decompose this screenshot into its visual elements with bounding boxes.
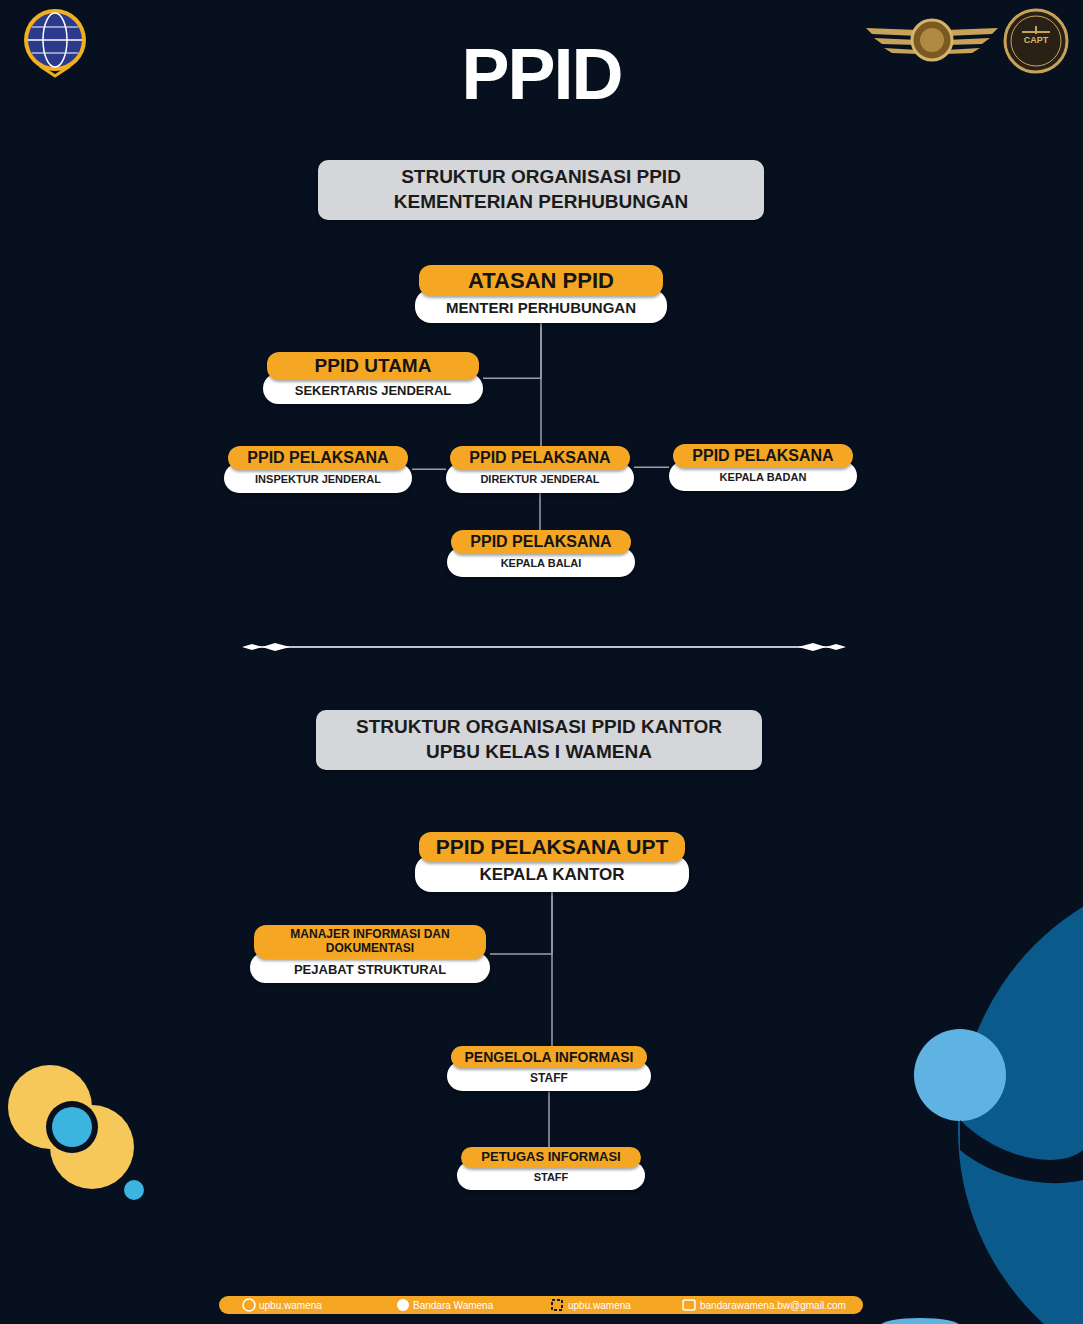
cyan-dot bbox=[124, 1180, 144, 1200]
mail-icon bbox=[683, 1300, 695, 1310]
org-box: PETUGAS INFORMASISTAFF bbox=[457, 1147, 645, 1190]
org-connector bbox=[634, 467, 669, 469]
wings-logo bbox=[866, 20, 998, 60]
facebook-icon bbox=[397, 1299, 409, 1311]
org-connector bbox=[539, 493, 541, 530]
org-box: PENGELOLA INFORMASISTAFF bbox=[447, 1046, 651, 1091]
org-connector bbox=[548, 1091, 550, 1147]
section-banner: STRUKTUR ORGANISASI PPID KANTOR UPBU KEL… bbox=[316, 710, 762, 770]
role-heading: PPID UTAMA bbox=[267, 352, 479, 380]
tiktok-icon bbox=[552, 1300, 562, 1310]
role-heading: PPID PELAKSANA bbox=[450, 446, 630, 470]
org-connector bbox=[490, 892, 552, 955]
org-box: PPID PELAKSANAINSPEKTUR JENDERAL bbox=[224, 446, 412, 493]
right-wing bbox=[946, 28, 998, 54]
org-box: PPID PELAKSANAKEPALA BALAI bbox=[447, 530, 635, 577]
footer-contact: upbu.wamena bbox=[259, 1300, 322, 1311]
light-blue-circle bbox=[914, 1029, 1006, 1121]
wings-badge-core bbox=[920, 28, 944, 52]
footer-ground bbox=[219, 1296, 863, 1314]
divider-ornament bbox=[798, 643, 846, 651]
curve-cut bbox=[960, 1120, 1083, 1183]
dark-ring bbox=[46, 1101, 98, 1153]
divider-line bbox=[250, 646, 838, 648]
logo-equator bbox=[28, 39, 82, 41]
role-heading: PPID PELAKSANA UPT bbox=[419, 832, 685, 862]
logo-base bbox=[40, 66, 70, 76]
footer-bar bbox=[219, 1296, 863, 1314]
section-divider bbox=[242, 643, 846, 651]
logo-globe bbox=[28, 13, 82, 67]
role-heading: MANAJER INFORMASI DAN DOKUMENTASI bbox=[254, 925, 486, 959]
ministry-logo bbox=[24, 9, 86, 76]
logo-text: CAPT bbox=[1006, 36, 1066, 46]
role-heading: PPID PELAKSANA bbox=[451, 530, 631, 554]
org-box: PPID PELAKSANA UPTKEPALA KANTOR bbox=[415, 832, 689, 892]
section-banner: STRUKTUR ORGANISASI PPID KEMENTERIAN PER… bbox=[318, 160, 764, 220]
instagram-icon bbox=[243, 1299, 255, 1311]
light-blue-arc bbox=[880, 1318, 960, 1324]
role-heading: PPID PELAKSANA bbox=[673, 444, 853, 468]
page-title: PPID bbox=[0, 38, 1083, 110]
role-heading: PENGELOLA INFORMASI bbox=[451, 1046, 647, 1068]
org-box: PPID PELAKSANADIREKTUR JENDERAL bbox=[446, 446, 634, 493]
org-box: MANAJER INFORMASI DAN DOKUMENTASIPEJABAT… bbox=[250, 925, 490, 983]
role-heading: PETUGAS INFORMASI bbox=[461, 1147, 641, 1168]
org-box: PPID PELAKSANAKEPALA BADAN bbox=[669, 444, 857, 491]
footer-contact: upbu.wamena bbox=[568, 1300, 631, 1311]
cyan-circle bbox=[52, 1107, 92, 1147]
banner-heading: STRUKTUR ORGANISASI PPID KEMENTERIAN PER… bbox=[332, 165, 750, 214]
org-connector bbox=[483, 323, 541, 378]
logo-ring bbox=[24, 9, 86, 71]
divider-ornament bbox=[242, 643, 290, 651]
footer-contact: bandarawamena.bw@gmail.com bbox=[700, 1300, 846, 1311]
capt-logo bbox=[1005, 10, 1067, 72]
left-wing bbox=[866, 28, 918, 54]
role-heading: PPID PELAKSANA bbox=[228, 446, 408, 470]
capt-badge bbox=[1005, 10, 1067, 72]
logo-parallel bbox=[32, 26, 78, 27]
capt-plane bbox=[1022, 26, 1050, 34]
org-connector bbox=[412, 469, 446, 471]
wings-badge bbox=[912, 20, 952, 60]
org-box: ATASAN PPIDMENTERI PERHUBUNGAN bbox=[415, 265, 667, 323]
corner-decoration bbox=[8, 1065, 144, 1200]
corner-decoration bbox=[880, 868, 1083, 1324]
footer-contact: Bandara Wamena bbox=[413, 1300, 493, 1311]
logo-parallel bbox=[32, 52, 78, 53]
banner-heading: STRUKTUR ORGANISASI PPID KANTOR UPBU KEL… bbox=[330, 715, 748, 764]
role-heading: ATASAN PPID bbox=[419, 265, 663, 296]
org-connector bbox=[551, 892, 553, 1046]
org-box: PPID UTAMASEKERTARIS JENDERAL bbox=[263, 352, 483, 404]
org-connector bbox=[540, 323, 542, 446]
